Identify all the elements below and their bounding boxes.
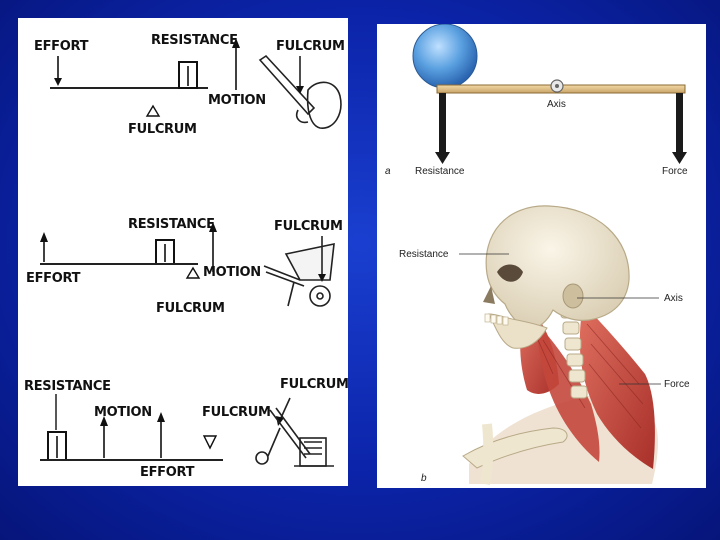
axis-label-b: Axis [664, 293, 683, 304]
panel-a-lever: Axis a Resistance Force [385, 24, 688, 177]
third-tool-fulcrum-label: FULCRUM [280, 377, 348, 392]
resistance-label-b: Resistance [399, 249, 449, 260]
first-effort-label: EFFORT [34, 39, 89, 54]
third-class-lever: RESISTANCE MOTION EFFORT FULCRUM FULCRUM [24, 377, 348, 480]
second-motion-label: MOTION [203, 265, 261, 280]
panel-b-skull-neck: Resistance Axis Force b [399, 206, 690, 484]
second-tool-fulcrum-label: FULCRUM [274, 219, 343, 234]
first-fulcrum-triangle [147, 106, 159, 116]
resistance-label-a: Resistance [415, 166, 465, 177]
first-class-lever: EFFORT RESISTANCE MOTION FULCRUM FULCRUM [34, 33, 345, 137]
panel-b-letter: b [421, 473, 427, 484]
force-arrow-head [672, 152, 687, 164]
first-class-tool-sketch [260, 56, 341, 128]
second-fulcrum-triangle [187, 268, 199, 278]
first-fulcrum-label: FULCRUM [128, 122, 197, 137]
panel-a-letter: a [385, 166, 391, 177]
neck-lever-illustration: Axis a Resistance Force [377, 24, 706, 488]
second-effort-label: EFFORT [26, 271, 81, 286]
sternum-bone [485, 424, 488, 484]
ear-canal [563, 284, 583, 308]
first-tool-fulcrum-label: FULCRUM [276, 39, 345, 54]
resistance-arrow-head [435, 152, 450, 164]
lever-classes-panel: EFFORT RESISTANCE MOTION FULCRUM FULCRUM [18, 18, 348, 486]
third-motion-label: MOTION [94, 405, 152, 420]
second-fulcrum-label: FULCRUM [156, 301, 225, 316]
second-resistance-label: RESISTANCE [128, 217, 215, 232]
first-motion-label: MOTION [208, 93, 266, 108]
third-resistance-label: RESISTANCE [24, 379, 111, 394]
third-effort-label: EFFORT [140, 465, 195, 480]
axis-label-a: Axis [547, 99, 566, 110]
neck-lever-panel: Axis a Resistance Force [377, 24, 706, 488]
second-class-lever: RESISTANCE EFFORT MOTION FULCRUM FULCRUM [26, 217, 343, 316]
force-label-a: Force [662, 166, 688, 177]
force-arrow-shaft [676, 93, 683, 155]
third-fulcrum-triangle [204, 436, 216, 448]
force-label-b: Force [664, 379, 690, 390]
resistance-ball [413, 24, 477, 88]
wheelbarrow-sketch [264, 236, 334, 306]
first-resistance-label: RESISTANCE [151, 33, 238, 48]
third-fulcrum-label: FULCRUM [202, 405, 271, 420]
resistance-arrow-shaft [439, 93, 446, 155]
lever-classes-drawing: EFFORT RESISTANCE MOTION FULCRUM FULCRUM [18, 18, 348, 486]
